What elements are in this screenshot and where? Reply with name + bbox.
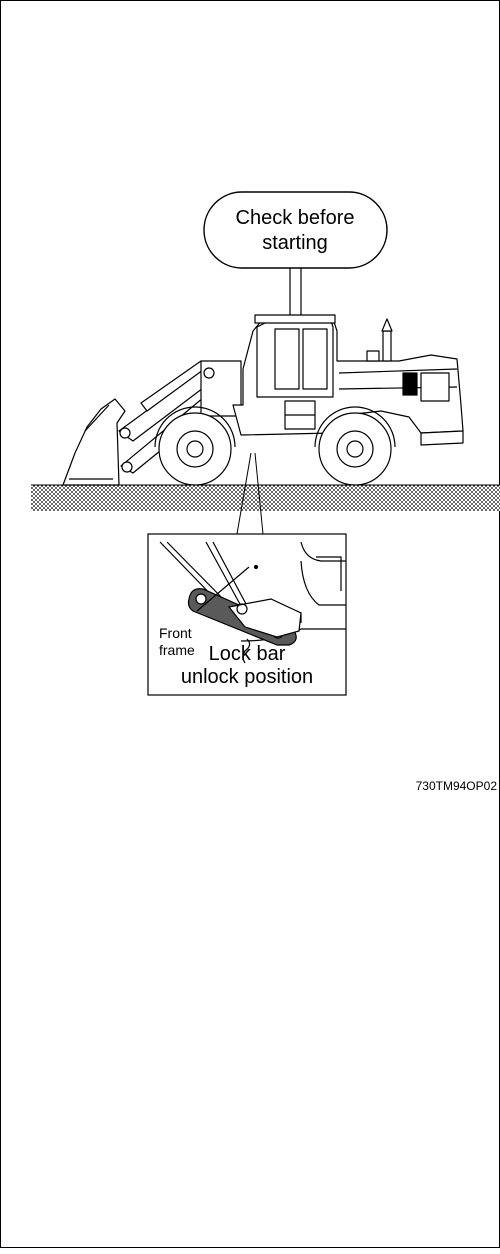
exhaust-tip: [381, 318, 393, 332]
wheel-loader-icon: [62, 314, 464, 486]
cab-window-right: [302, 328, 328, 390]
frame-line-3: [205, 541, 242, 607]
lock-bar-detail: Front frame Lock bar unlock position: [147, 533, 347, 696]
cab-roof: [254, 314, 336, 324]
plate-hole: [236, 603, 248, 615]
lock-bar-icon: [159, 541, 346, 664]
detail-pointer: [236, 452, 264, 535]
arm-pin-1: [119, 427, 131, 439]
check-before-starting-callout: Check before starting: [203, 191, 388, 319]
figure-code: 730TM94OP02: [416, 779, 498, 793]
lock-bar-leader: [242, 638, 251, 664]
lock-bar-label-line-2: unlock position: [181, 666, 313, 688]
arm-pin-3: [203, 367, 215, 379]
grille-dark: [402, 372, 418, 396]
exhaust-stack: [382, 330, 392, 362]
frame-bracket: [316, 556, 342, 591]
ground-fill: [31, 485, 500, 511]
precleaner: [366, 350, 380, 362]
frame-line-4: [212, 541, 247, 605]
counterweight: [420, 430, 464, 446]
leader-dot: [253, 564, 259, 570]
grille: [420, 372, 450, 402]
front-frame-leader: [196, 566, 250, 612]
hood-line-1: [338, 368, 458, 374]
arm-pin-2: [121, 461, 133, 473]
pointer-right: [254, 452, 264, 535]
lock-bar-hole-1: [195, 593, 207, 605]
frame-curve-mid: [300, 560, 346, 606]
bucket: [62, 398, 126, 486]
rear-fender: [314, 406, 396, 448]
front-fender: [154, 406, 236, 448]
callout-line-2: starting: [262, 232, 328, 254]
rear-wheel: [318, 412, 392, 486]
front-wheel: [158, 412, 232, 486]
front-frame-label-line-1: Front: [159, 625, 192, 641]
cab-window-left: [274, 328, 300, 390]
ground: [31, 484, 500, 511]
front-frame-label-line-2: frame: [159, 642, 195, 658]
callout-line-1: Check before: [236, 207, 355, 229]
pointer-left: [236, 452, 252, 535]
callout-bubble: [203, 191, 388, 269]
frame-curve-top: [300, 541, 346, 562]
lock-bar-label-line-1: Lock bar: [209, 643, 286, 665]
bucket-rib: [84, 404, 110, 432]
